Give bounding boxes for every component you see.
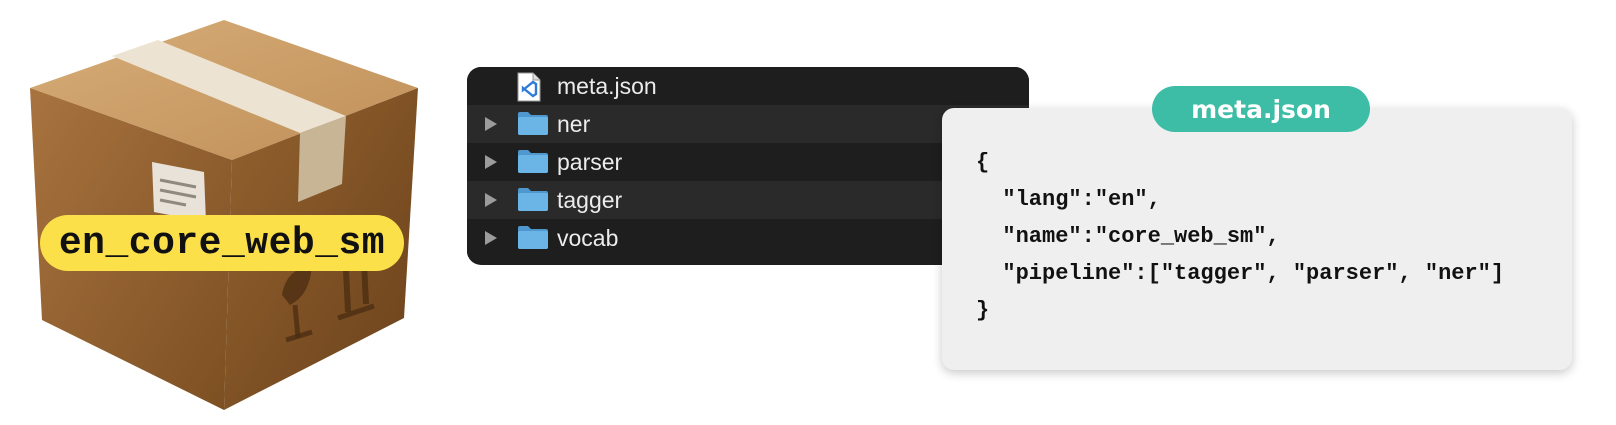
card-title-tab: meta.json xyxy=(1152,86,1370,132)
disclosure-triangle-icon[interactable] xyxy=(483,230,499,246)
disclosure-triangle-icon[interactable] xyxy=(483,154,499,170)
list-item-label: ner xyxy=(557,110,591,137)
code-line: } xyxy=(976,298,990,323)
package-illustration: en_core_web_sm xyxy=(0,0,430,425)
code-line: "lang":"en", xyxy=(976,187,1161,212)
meta-json-card: { "lang":"en", "name":"core_web_sm", "pi… xyxy=(942,108,1572,370)
this-side-up-icon xyxy=(343,269,351,313)
list-item-parser[interactable]: parser xyxy=(467,143,1029,181)
fragile-glass-icon xyxy=(282,265,312,305)
package-box-icon xyxy=(30,20,418,410)
list-item-meta-json[interactable]: meta.json xyxy=(467,67,1029,105)
box-tape-top xyxy=(112,40,346,133)
list-item-tagger[interactable]: tagger xyxy=(467,181,1029,219)
list-item-label: parser xyxy=(557,148,623,175)
disclosure-triangle-icon[interactable] xyxy=(483,192,499,208)
list-item-label: meta.json xyxy=(557,72,657,99)
folder-icon xyxy=(518,112,548,135)
folder-icon xyxy=(518,226,548,249)
package-name-label: en_core_web_sm xyxy=(40,215,404,271)
disclosure-triangle-icon[interactable] xyxy=(483,116,499,132)
list-item-label: vocab xyxy=(557,224,619,251)
json-code-block: { "lang":"en", "name":"core_web_sm", "pi… xyxy=(976,144,1504,329)
box-tape-side xyxy=(298,116,346,202)
code-line: { xyxy=(976,150,990,175)
folder-icon xyxy=(518,188,548,211)
folder-icon xyxy=(518,150,548,173)
list-item-ner[interactable]: ner xyxy=(467,105,1029,143)
list-item-vocab[interactable]: vocab xyxy=(467,219,1029,257)
code-line: "name":"core_web_sm", xyxy=(976,224,1280,249)
file-browser-list: meta.json ner parser tagger vocab xyxy=(467,67,1029,265)
code-line: "pipeline":["tagger", "parser", "ner"] xyxy=(976,261,1505,286)
box-shipping-slip xyxy=(152,162,206,222)
json-file-icon xyxy=(517,72,541,102)
list-item-label: tagger xyxy=(557,186,623,213)
